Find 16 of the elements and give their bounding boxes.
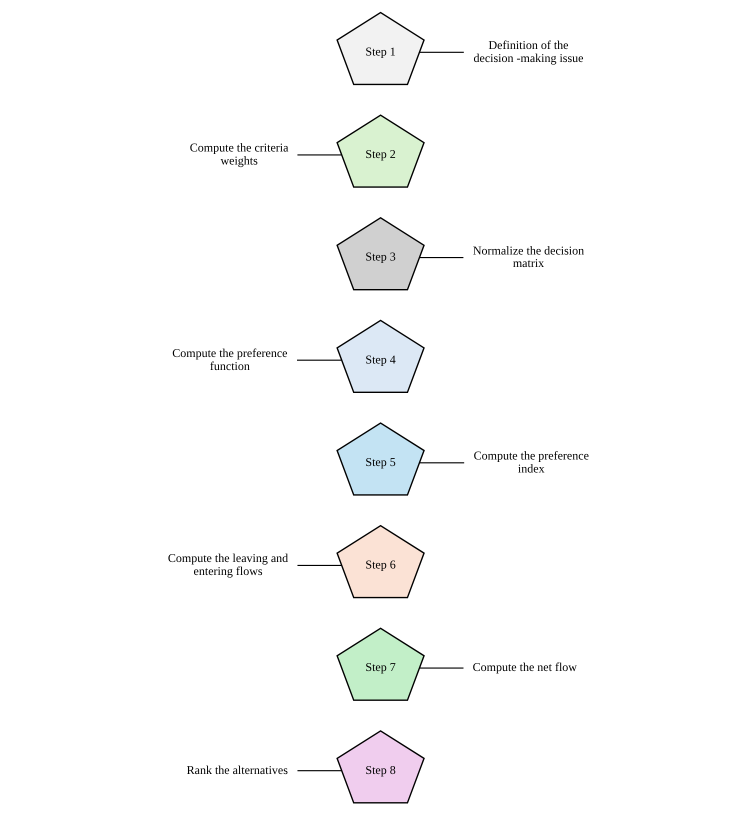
- connector: [296, 770, 342, 772]
- node-text: Compute the preference index: [473, 448, 588, 476]
- connector: [296, 360, 341, 361]
- node-text: Compute the criteria weights: [189, 140, 288, 168]
- connector: [296, 564, 342, 566]
- node-text: Normalize the decision matrix: [472, 243, 584, 270]
- connector: [419, 52, 464, 53]
- node-text: Definition of the decision -making issue: [473, 38, 583, 65]
- node-text: Rank the alternatives: [186, 762, 288, 777]
- node-text: Compute the leaving and entering flows: [167, 551, 288, 578]
- connector: [418, 667, 463, 669]
- connector: [296, 154, 342, 156]
- node-text: Compute the preference function: [172, 346, 288, 373]
- connector: [419, 462, 464, 464]
- connector: [419, 256, 463, 258]
- node-text: Compute the net flow: [472, 660, 576, 674]
